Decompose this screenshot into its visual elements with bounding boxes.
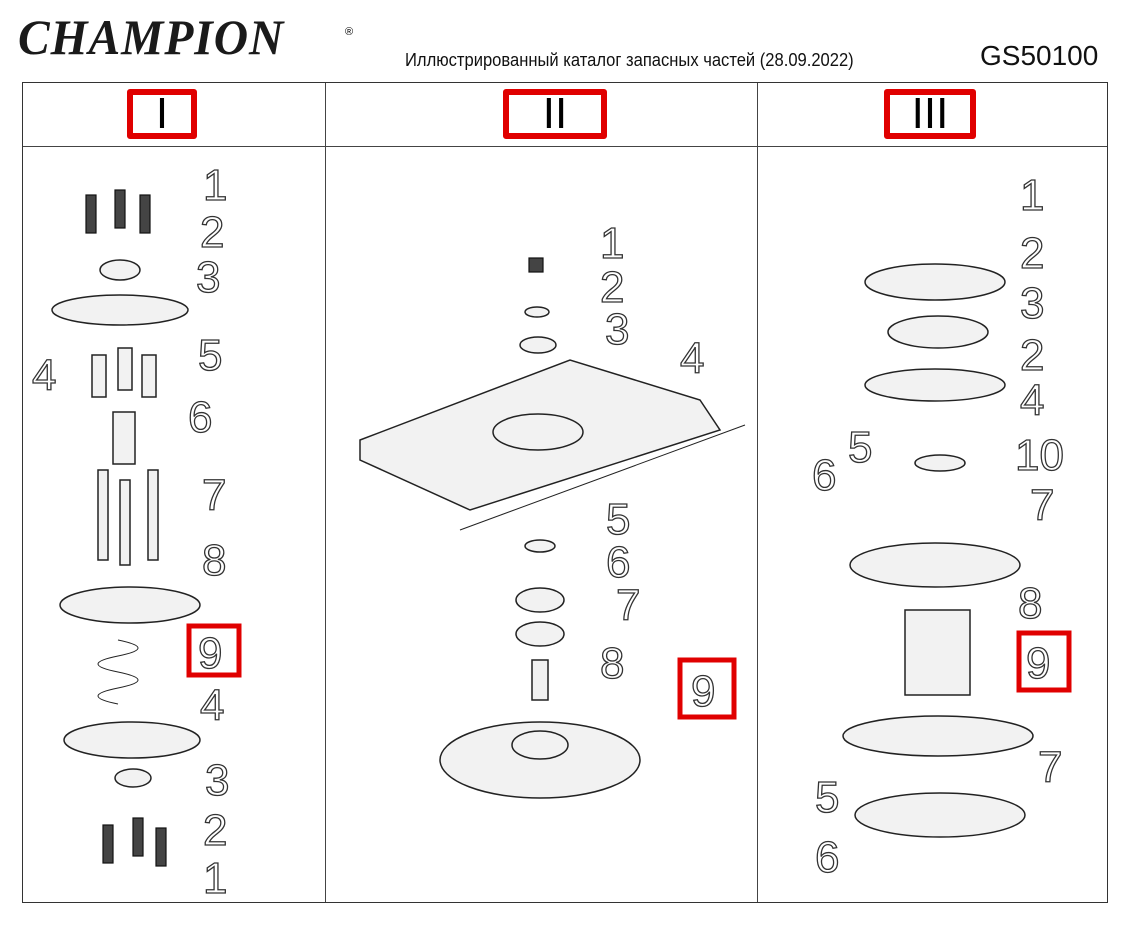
part-shape [849, 542, 1021, 588]
callout-number: 2 [200, 208, 224, 257]
part-shape [459, 424, 746, 531]
callout-number: 6 [815, 833, 839, 882]
bearing [99, 259, 141, 281]
disc-lower [63, 721, 201, 759]
bushings [91, 347, 157, 398]
part-shape [91, 354, 107, 398]
callout-number: 1 [600, 219, 624, 268]
column-divider [325, 83, 326, 902]
part-shape [119, 479, 131, 566]
parts-table: I II III [22, 82, 1108, 903]
callout-number: 6 [812, 451, 836, 500]
disc [51, 294, 189, 326]
catalog-subtitle: Иллюстрированный каталог запасных частей… [405, 50, 854, 70]
callout-number: 4 [1020, 376, 1044, 425]
part-shape [531, 659, 549, 701]
callout-number: 2 [203, 806, 227, 855]
bolts-bottom [102, 817, 167, 867]
part-shape [864, 368, 1006, 402]
part-shape [139, 194, 151, 234]
callout-number: 2 [600, 263, 624, 312]
callout-number: 2 [1020, 331, 1044, 380]
part-shape [519, 336, 557, 354]
callout-number: 4 [32, 351, 56, 400]
part-shape [141, 354, 157, 398]
callout-number: 9 [198, 629, 222, 678]
highlight-box [186, 623, 242, 678]
callout-number: 2 [1020, 229, 1044, 278]
callout-number: 8 [202, 536, 226, 585]
callout-number: 7 [202, 471, 226, 520]
model-number: GS50100 [980, 40, 1099, 71]
callout-number: 9 [1026, 639, 1050, 688]
diagram-i: 1 2 3 4 5 6 7 8 9 4 3 2 1 [31, 160, 242, 904]
callout-number: 1 [1020, 171, 1044, 220]
column-header-iii: III [884, 89, 976, 139]
callout-number: 1 [203, 161, 227, 210]
callouts-i: 1 2 3 4 5 6 7 8 9 4 3 2 1 [31, 160, 242, 904]
highlight-box [1016, 630, 1072, 693]
callouts-ii: 1 2 3 4 5 6 7 8 9 [599, 218, 737, 720]
callout-number: 3 [605, 305, 629, 354]
callout-number: 4 [680, 334, 704, 383]
part-shape [155, 827, 167, 867]
callout-number: 6 [188, 393, 212, 442]
part-shape [842, 715, 1034, 757]
sleeve [112, 411, 136, 465]
column-header-i: I [127, 89, 197, 139]
part-shape [85, 194, 97, 234]
registered-mark: ® [345, 26, 354, 38]
spring [97, 639, 139, 705]
callout-number: 3 [1020, 279, 1044, 328]
champion-logo: CHAMPION [18, 9, 285, 65]
part-shape [515, 587, 565, 613]
callout-number: 4 [200, 681, 224, 730]
bolts-top [85, 189, 151, 234]
callout-number: 7 [616, 581, 640, 630]
column-header-ii: II [503, 89, 607, 139]
pulley-half [59, 586, 201, 624]
part-shape [515, 621, 565, 647]
nut [528, 257, 544, 273]
part-shape [97, 469, 109, 561]
part-shape [904, 609, 971, 696]
part-shape [914, 454, 966, 472]
callout-number: 5 [606, 495, 630, 544]
callout-number: 5 [198, 331, 222, 380]
part-shape [132, 817, 144, 857]
callout-number: 5 [815, 773, 839, 822]
header-divider [23, 146, 1107, 147]
part-shape [102, 824, 114, 864]
callout-number: 6 [606, 538, 630, 587]
callouts-iii: 1 2 3 2 4 10 5 6 7 8 9 7 5 6 [811, 170, 1072, 883]
part-shape [147, 469, 159, 561]
column-divider [757, 83, 758, 902]
callout-number: 8 [600, 639, 624, 688]
part-shape [524, 306, 550, 318]
pulley [439, 721, 641, 799]
bearing-lower [114, 768, 152, 788]
part-shape [887, 315, 989, 349]
part-shape [114, 189, 126, 229]
part-shape [854, 792, 1026, 838]
callout-number: 5 [848, 423, 872, 472]
rods [97, 469, 159, 566]
part-shape [492, 413, 584, 451]
part-shape [117, 347, 133, 391]
highlight-box [677, 657, 737, 720]
diagram-iii: 1 2 3 2 4 10 5 6 7 8 9 7 5 6 [811, 170, 1072, 883]
callout-number: 10 [1015, 431, 1064, 480]
diagram-ii: 1 2 3 4 5 6 7 8 9 [359, 218, 746, 799]
callout-number: 3 [196, 253, 220, 302]
part-shape [864, 263, 1006, 301]
callout-number: 3 [205, 756, 229, 805]
callout-number: 9 [691, 667, 715, 716]
callout-number: 8 [1018, 579, 1042, 628]
callout-number: 1 [203, 854, 227, 903]
part-shape [511, 730, 569, 760]
callout-number: 7 [1038, 743, 1062, 792]
part-shape [524, 539, 556, 553]
callout-number: 7 [1030, 481, 1054, 530]
